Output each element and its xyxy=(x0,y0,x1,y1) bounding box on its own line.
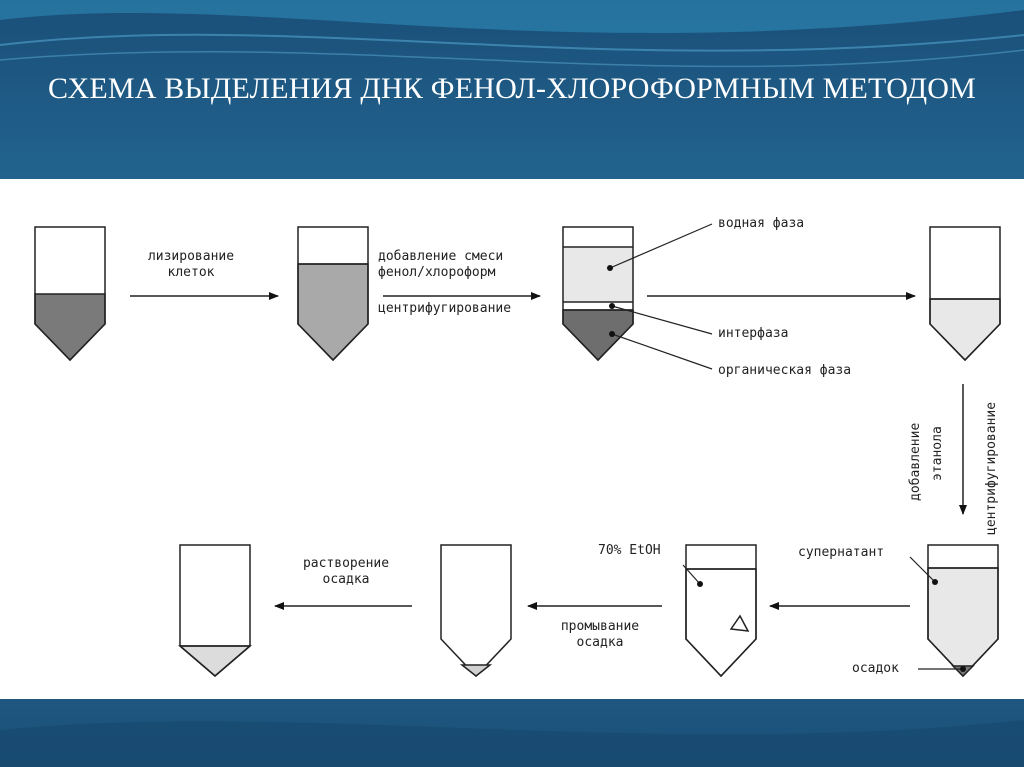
label-step3-line1: добавление xyxy=(908,423,924,501)
label-organic-phase: органическая фаза xyxy=(718,363,851,379)
label-step4: промывание осадка xyxy=(540,619,660,651)
diagram-panel: лизирование клеток добавление смеси фено… xyxy=(0,179,1024,699)
tube-washed-outline xyxy=(441,545,511,676)
label-step5: растворение осадка xyxy=(286,556,406,588)
dot-ethanol xyxy=(697,581,703,587)
label-step1: лизирование клеток xyxy=(131,249,251,281)
label-step2-line2: фенол/хлороформ xyxy=(378,265,511,281)
dot-pellet xyxy=(960,666,966,672)
label-step1-line2: клеток xyxy=(131,265,251,281)
tube-supernatant xyxy=(928,545,998,676)
label-step5-line2: осадка xyxy=(286,572,406,588)
label-ethanol-70: 70% EtOH xyxy=(598,543,661,559)
dot-supernatant xyxy=(932,579,938,585)
label-pellet: осадок xyxy=(852,661,899,677)
tube-ethanol-wash xyxy=(686,545,756,676)
tube-washed-pellet xyxy=(441,545,511,676)
dot-organic xyxy=(609,331,615,337)
label-supernatant: супернатант xyxy=(798,545,884,561)
tube-lysate-fill xyxy=(35,294,105,360)
label-step3-line3: центрифугирование xyxy=(984,402,1000,535)
label-step5-line1: растворение xyxy=(286,556,406,572)
label-aqueous-phase: водная фаза xyxy=(718,216,804,232)
tube-lysate xyxy=(35,227,105,360)
label-step4-line2: осадка xyxy=(540,635,660,651)
tube-dissolved-fill xyxy=(180,646,250,676)
dot-interphase xyxy=(609,303,615,309)
tube-ethanol-fill xyxy=(686,569,756,676)
label-step3-line2: этанола xyxy=(930,426,946,481)
dot-aqueous xyxy=(607,265,613,271)
tube-supernatant-fill xyxy=(928,568,998,676)
label-step2: добавление смеси фенол/хлороформ центриф… xyxy=(378,249,511,317)
pointer-aqueous xyxy=(610,224,712,268)
slide-title: СХЕМА ВЫДЕЛЕНИЯ ДНК ФЕНОЛ-ХЛОРОФОРМНЫМ М… xyxy=(0,72,1024,106)
tube-phenol-mix-fill xyxy=(298,264,368,360)
label-step4-line1: промывание xyxy=(540,619,660,635)
tube-dissolved xyxy=(180,545,250,676)
tube-phenol-mix xyxy=(298,227,368,360)
label-interphase: интерфаза xyxy=(718,326,788,342)
aqueous-phase-fill xyxy=(563,247,633,302)
washed-pellet-fill xyxy=(462,665,490,676)
label-step2-line3: центрифугирование xyxy=(378,301,511,317)
tube-aqueous-fill xyxy=(930,299,1000,360)
label-step1-line1: лизирование xyxy=(131,249,251,265)
label-step2-line1: добавление смеси xyxy=(378,249,511,265)
tube-aqueous-transferred xyxy=(930,227,1000,360)
pointer-organic xyxy=(612,334,712,369)
tube-phase-separation xyxy=(563,227,633,360)
